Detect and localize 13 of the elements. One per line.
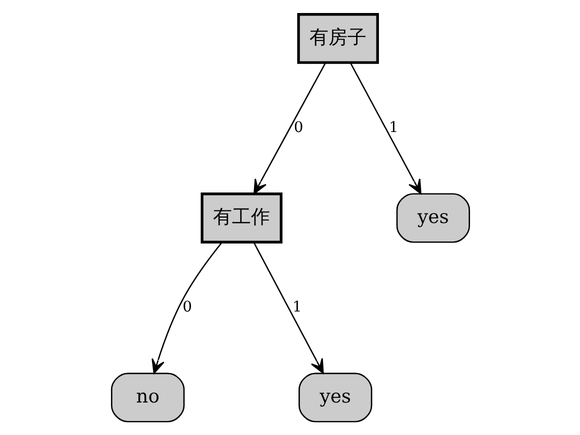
arrow xyxy=(349,62,421,194)
arrow xyxy=(252,242,324,374)
node-box: yes xyxy=(298,372,372,422)
node-box: 有房子 xyxy=(296,12,378,64)
arrow xyxy=(253,62,326,194)
arrow xyxy=(151,242,222,374)
node-box: yes xyxy=(396,192,470,242)
node-box: 有工作 xyxy=(200,192,282,243)
edge-label: 1 xyxy=(292,298,302,316)
edge-label: 0 xyxy=(182,298,192,316)
node-box: no xyxy=(110,372,184,422)
edge-label: 0 xyxy=(293,118,303,136)
edge-label: 1 xyxy=(388,118,398,136)
